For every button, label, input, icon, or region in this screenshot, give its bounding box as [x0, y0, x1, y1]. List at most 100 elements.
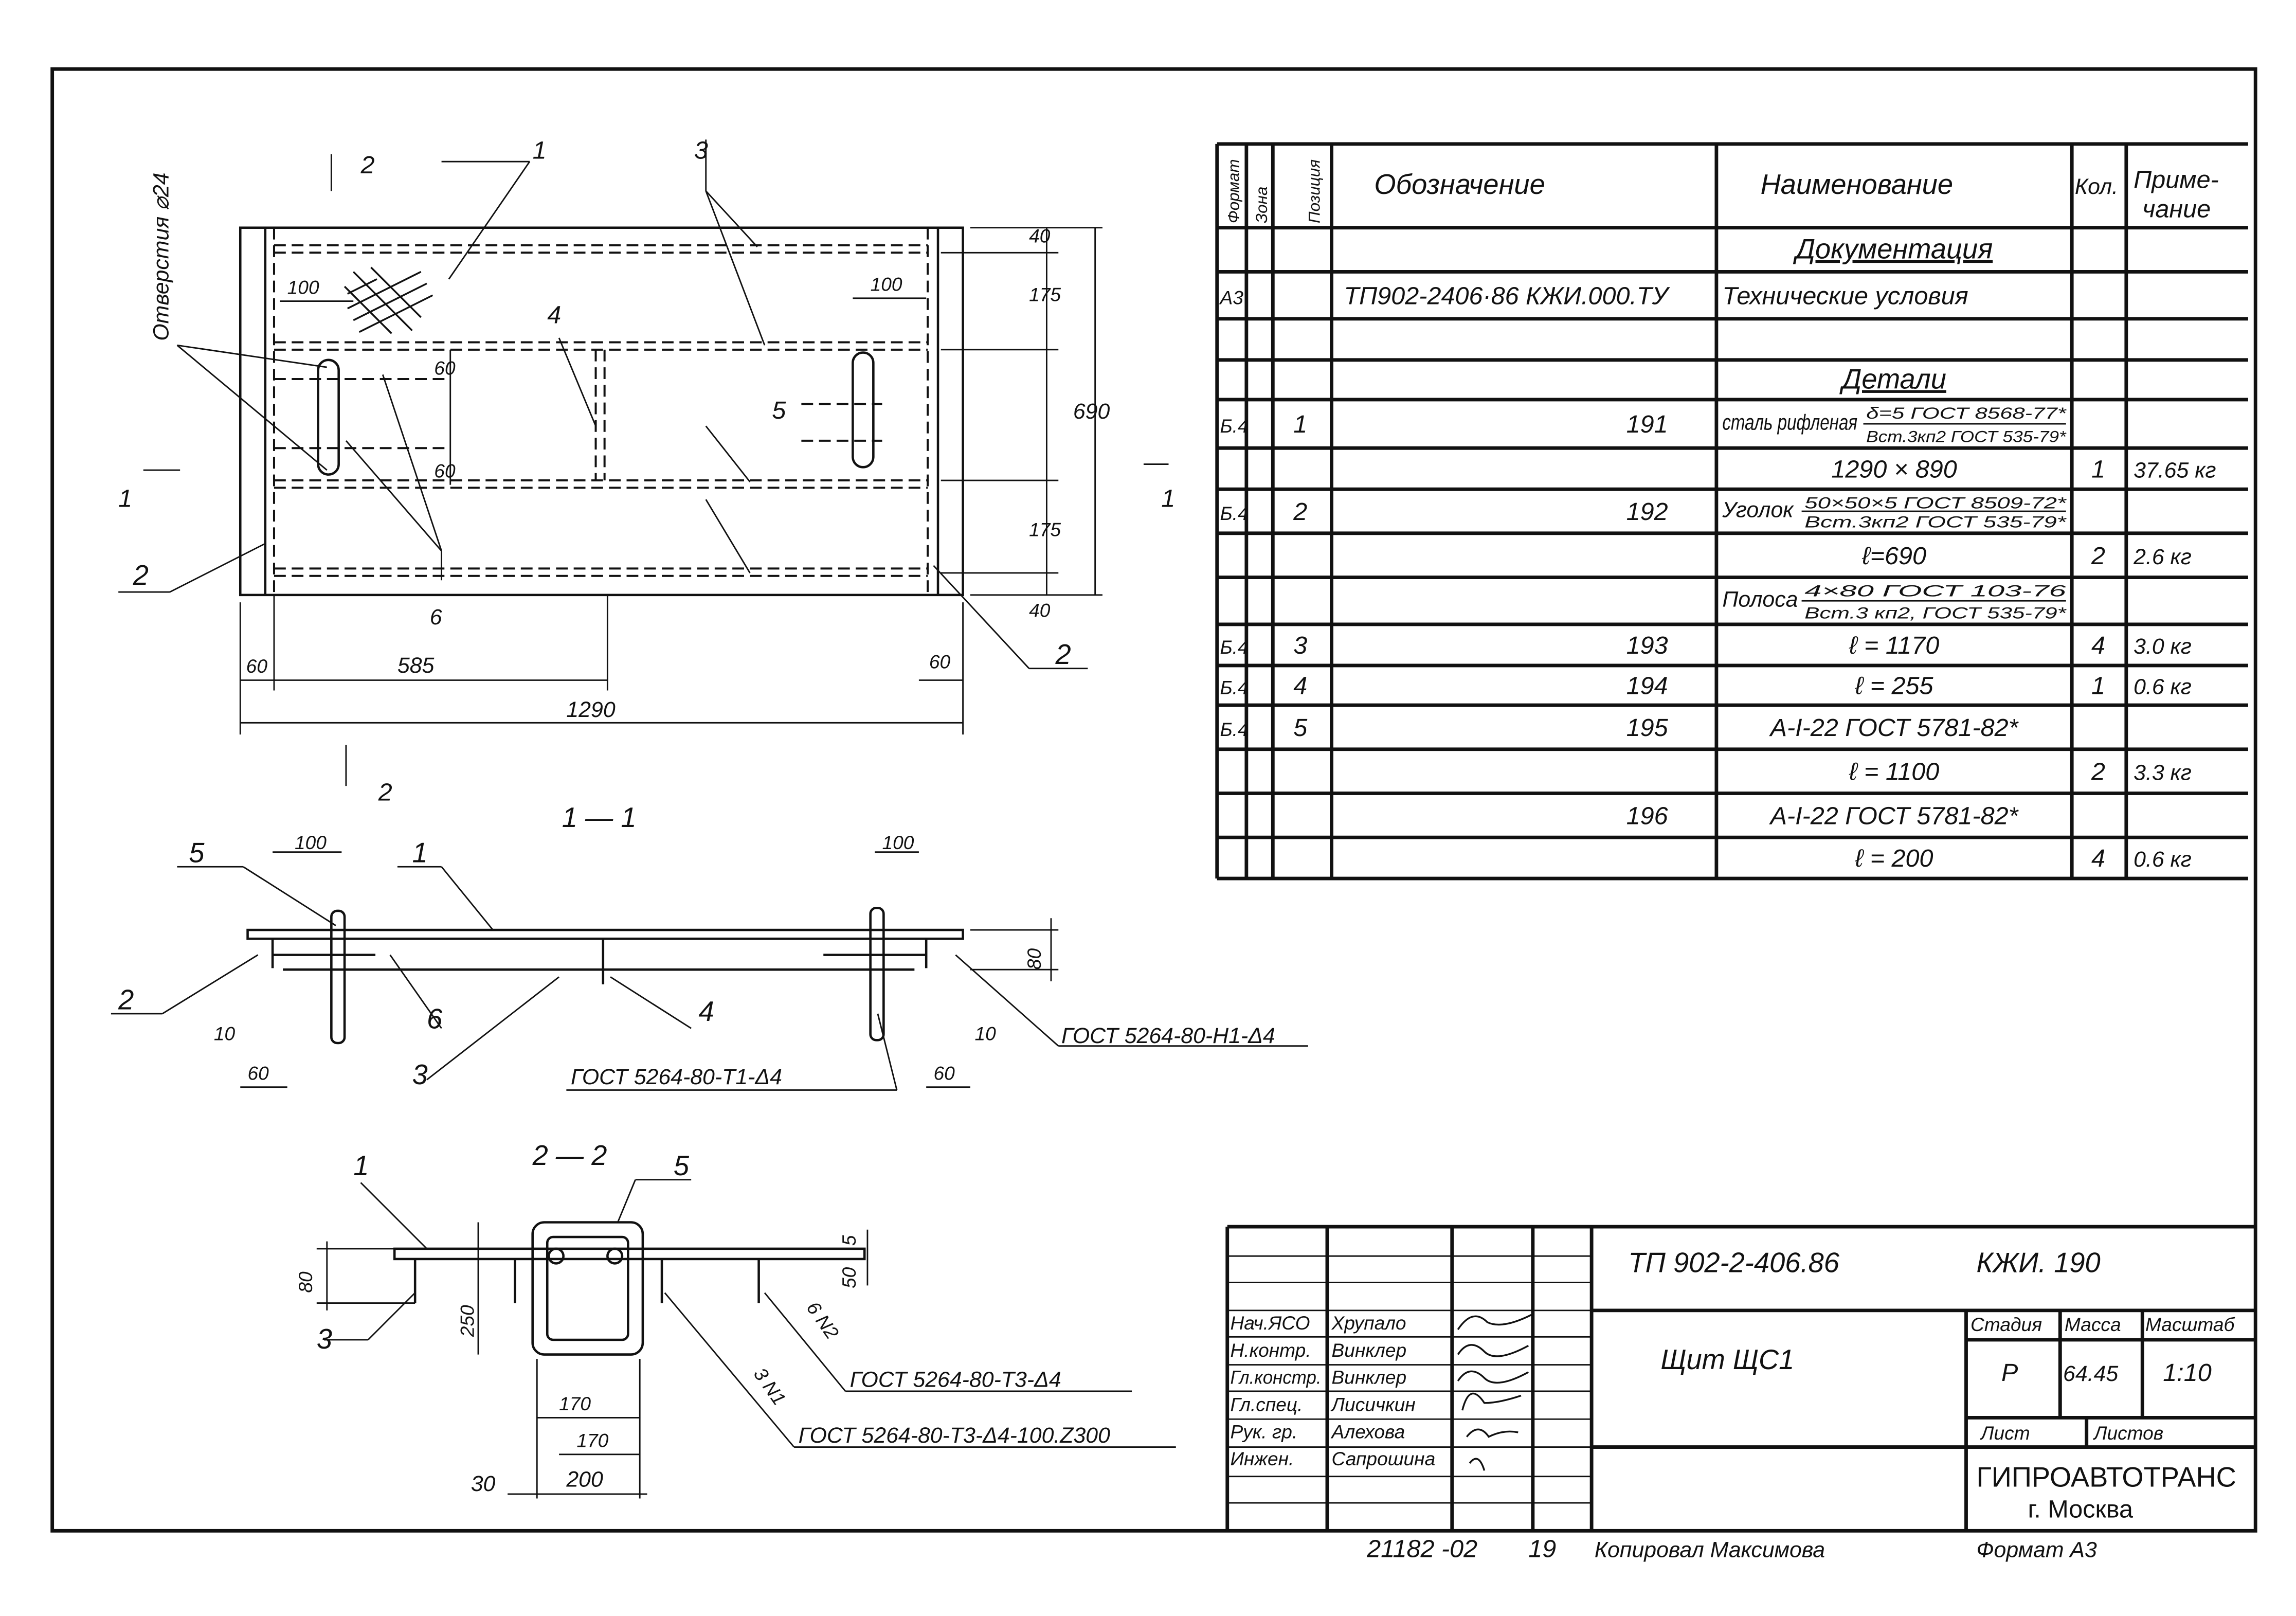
stage-label: Стадия [1970, 1314, 2042, 1335]
table-row: ℓ = 200 4 0.6 кг [1855, 845, 2192, 872]
cell-name-numerator: 50×50×5 ГОСТ 8509-72* [1804, 494, 2067, 512]
pos-3-label: 3 [412, 1059, 427, 1090]
cell-format: Б.4 [1220, 636, 1248, 658]
cell-designation: 194 [1626, 672, 1668, 700]
plan-view: Отверстия ⌀24 2 2 1 1 100 100 60 60 40 1… [118, 136, 1175, 806]
header-note-2: чание [2142, 195, 2211, 223]
cell-name-denominator: Вст.3кп2 ГОСТ 535-79* [1804, 513, 2067, 531]
person-name: Лисичкин [1331, 1394, 1416, 1415]
dim-60-a: 60 [434, 357, 456, 379]
pos-2-label-left: 2 [133, 560, 149, 591]
section-mark-2-top: 2 [360, 151, 374, 179]
cell-position: 5 [1293, 714, 1308, 742]
person-name: Алехова [1331, 1421, 1405, 1442]
checker-plate-hatch-icon [344, 266, 433, 334]
cell-name: 1290 × 890 [1831, 455, 1957, 483]
dim-10-a: 10 [214, 1022, 236, 1044]
scale-label: Масштаб [2145, 1314, 2235, 1335]
copied-by: Копировал Максимова [1595, 1538, 1825, 1563]
person-name: Хрупало [1331, 1312, 1406, 1334]
dim-100-b: 100 [882, 832, 914, 853]
mass-value: 64.45 [2063, 1361, 2118, 1386]
cell-name: ℓ = 1170 [1849, 632, 1939, 659]
cell-designation: 195 [1626, 714, 1669, 742]
cell-format: Б.4 [1220, 677, 1248, 698]
section-2-2-title: 2 — 2 [532, 1140, 607, 1171]
mass-label: Масса [2065, 1314, 2121, 1335]
person-role: Гл.констр. [1230, 1367, 1321, 1388]
cell-qty: 4 [2091, 632, 2105, 659]
table-row: Б.4 5 195 А-I-22 ГОСТ 5781-82* [1220, 714, 2019, 742]
pos-3-label: 3 [694, 136, 708, 164]
dim-100-a: 100 [295, 832, 327, 853]
dim-60-b: 60 [434, 460, 456, 481]
dim-175-top: 175 [1029, 284, 1061, 306]
pos-2-label-right: 2 [1055, 639, 1071, 670]
drawing-title: Щит ЩС1 [1660, 1344, 1794, 1375]
organization-name: ГИПРОАВТОТРАНС [1976, 1462, 2236, 1493]
cell-name-denominator: Вст.3 кп2, ГОСТ 535-79* [1804, 604, 2067, 622]
person-role: Рук. гр. [1230, 1421, 1297, 1442]
cell-designation: 192 [1626, 498, 1668, 526]
footer-sheet-number: 19 [1528, 1535, 1556, 1563]
section-1-1: 1 — 1 100 100 80 10 60 10 60 5 1 2 6 3 4… [111, 802, 1308, 1091]
pos-6-label: 6 [427, 1003, 443, 1034]
sheet-frame [50, 67, 2257, 1533]
dim-40-bottom: 40 [1029, 600, 1051, 621]
cell-designation: 193 [1626, 632, 1668, 659]
dim-60-a: 60 [248, 1062, 269, 1084]
cell-name: ℓ=690 [1861, 542, 1926, 570]
pos-4-label: 4 [698, 996, 714, 1027]
weld-spec-t1: ГОСТ 5264-80-Т1-Δ4 [571, 1065, 782, 1089]
cell-note: 0.6 кг [2134, 675, 2192, 699]
specification-table: Формат Зона Позиция Обозначение Наименов… [1215, 142, 2248, 881]
dim-170-a: 170 [559, 1393, 591, 1414]
pos-5-label: 5 [772, 397, 786, 424]
dim-170-b: 170 [576, 1430, 608, 1451]
dim-30: 30 [471, 1471, 496, 1496]
cell-position: 4 [1293, 672, 1307, 700]
cell-name: Документация [1793, 234, 1993, 265]
cell-note: 0.6 кг [2134, 847, 2192, 872]
cell-name: ℓ = 200 [1855, 845, 1933, 872]
cell-format: Б.4 [1220, 502, 1248, 524]
cell-name: Полоса [1722, 587, 1798, 612]
header-position: Позиция [1306, 159, 1324, 223]
pos-2-label: 2 [118, 984, 134, 1015]
dim-60-right: 60 [929, 651, 951, 673]
sheets-label: Листов [2093, 1422, 2163, 1444]
cell-designation: 196 [1626, 802, 1668, 830]
weld-spec-h1: ГОСТ 5264-80-Н1-Δ4 [1061, 1024, 1275, 1048]
scale-value: 1:10 [2163, 1359, 2211, 1387]
dim-60-b: 60 [933, 1062, 955, 1084]
person-role: Нач.ЯСО [1230, 1312, 1310, 1334]
table-row: 196 А-I-22 ГОСТ 5781-82* [1626, 802, 2019, 830]
cell-name: А-I-22 ГОСТ 5781-82* [1769, 802, 2019, 830]
cell-position: 1 [1293, 410, 1307, 438]
header-note: Приме- [2134, 166, 2219, 194]
pos-1-label: 1 [412, 837, 427, 869]
person-role: Н.контр. [1230, 1339, 1311, 1361]
cell-qty: 2 [2091, 542, 2105, 570]
header-designation: Обозначение [1374, 169, 1545, 200]
table-row: Детали [1839, 364, 1946, 395]
cell-format: Б.4 [1220, 719, 1248, 740]
section-mark-1-left: 1 [118, 484, 132, 512]
stage-value: Р [2001, 1359, 2018, 1387]
cell-note: 3.0 кг [2134, 634, 2192, 659]
cell-qty: 4 [2091, 845, 2105, 872]
dim-175-bottom: 175 [1029, 519, 1061, 541]
cell-name: А-I-22 ГОСТ 5781-82* [1769, 714, 2019, 742]
cell-designation: 191 [1626, 410, 1668, 438]
cell-qty: 2 [2091, 758, 2105, 786]
archive-number: 21182 -02 [1366, 1535, 1477, 1563]
cell-name: Технические условия [1722, 282, 1968, 310]
holes-label: Отверстия ⌀24 [149, 173, 173, 341]
table-row: Документация [1793, 234, 1993, 265]
cell-name: ℓ = 1100 [1849, 758, 1939, 786]
dim-40-top: 40 [1029, 225, 1051, 246]
